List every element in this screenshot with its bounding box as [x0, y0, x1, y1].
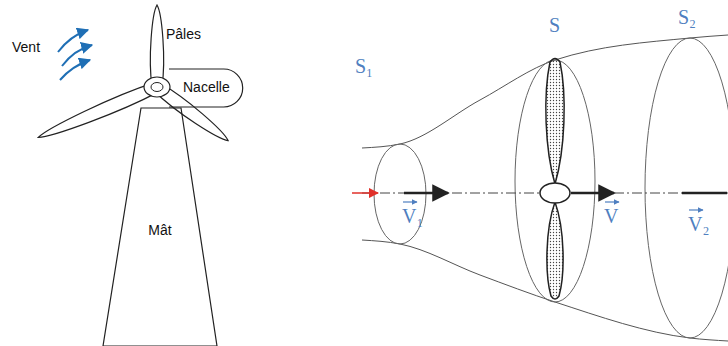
section-label: S₁ — [355, 55, 373, 77]
section-label: S₂ — [678, 6, 696, 28]
rotor-hub — [144, 77, 170, 97]
tube-boundary — [362, 35, 728, 148]
velocity-label: V₁ — [402, 205, 423, 227]
velocity-label: V₂ — [688, 213, 709, 235]
tube-boundary — [362, 240, 728, 341]
velocity-arrows — [404, 192, 727, 195]
vector-signs — [403, 202, 703, 210]
inflow-arrow — [352, 192, 378, 194]
vector-arrow — [689, 209, 703, 210]
rotor-blades — [540, 59, 570, 300]
nacelle-box: Nacelle — [169, 68, 244, 108]
section-label: S — [549, 14, 560, 36]
nacelle-label: Nacelle — [183, 80, 230, 95]
stream-tube — [362, 35, 728, 341]
mast-shape: Mât — [103, 108, 217, 346]
turbine-blades — [36, 5, 232, 146]
velocity-label: V — [604, 205, 618, 227]
wind-arrows — [58, 30, 92, 80]
mast-label: Mât — [148, 223, 171, 238]
blade — [36, 81, 160, 144]
wind-label: Vent — [12, 40, 40, 55]
blade — [150, 5, 163, 87]
nacelle-outline — [169, 69, 243, 107]
vector-arrow — [403, 201, 417, 202]
mast-outline — [103, 108, 217, 346]
section-ellipses — [374, 38, 728, 338]
blade-label: Pâles — [166, 27, 201, 42]
vector-arrow — [605, 201, 619, 202]
